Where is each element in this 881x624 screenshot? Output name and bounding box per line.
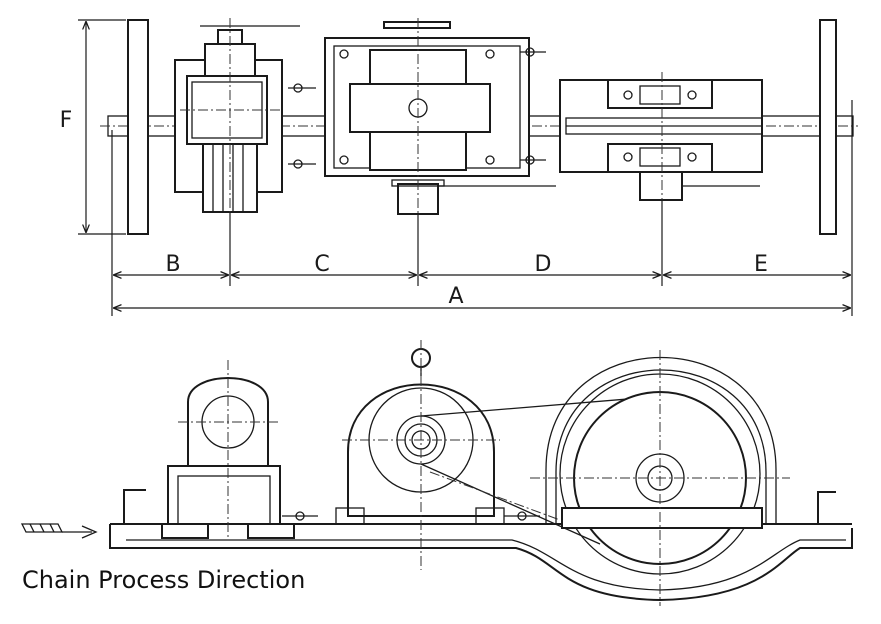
- chain-direction-caption: Chain Process Direction: [22, 566, 306, 594]
- direction-arrow: [20, 523, 98, 539]
- right-flange: [819, 19, 837, 235]
- motor-assembly: [174, 18, 316, 286]
- top-view: F B C D E A: [60, 18, 858, 316]
- label-B: B: [165, 252, 180, 277]
- sprocket-assembly: [559, 72, 763, 286]
- reducer-assembly: [324, 18, 556, 286]
- label-D: D: [535, 252, 552, 277]
- motor-bearing-block: [167, 360, 318, 540]
- sprocket-wheel: [530, 350, 790, 606]
- extension-lines: [111, 100, 853, 316]
- label-C: C: [314, 252, 329, 277]
- dimension-chain: B C D E: [114, 252, 850, 277]
- reducer-side: [335, 340, 641, 570]
- label-A: A: [448, 284, 463, 309]
- left-flange: [127, 19, 149, 235]
- dimension-F: F: [60, 19, 126, 235]
- label-F: F: [60, 108, 73, 133]
- dimension-A: A: [114, 284, 850, 309]
- side-view: [20, 340, 853, 606]
- label-E: E: [754, 252, 768, 277]
